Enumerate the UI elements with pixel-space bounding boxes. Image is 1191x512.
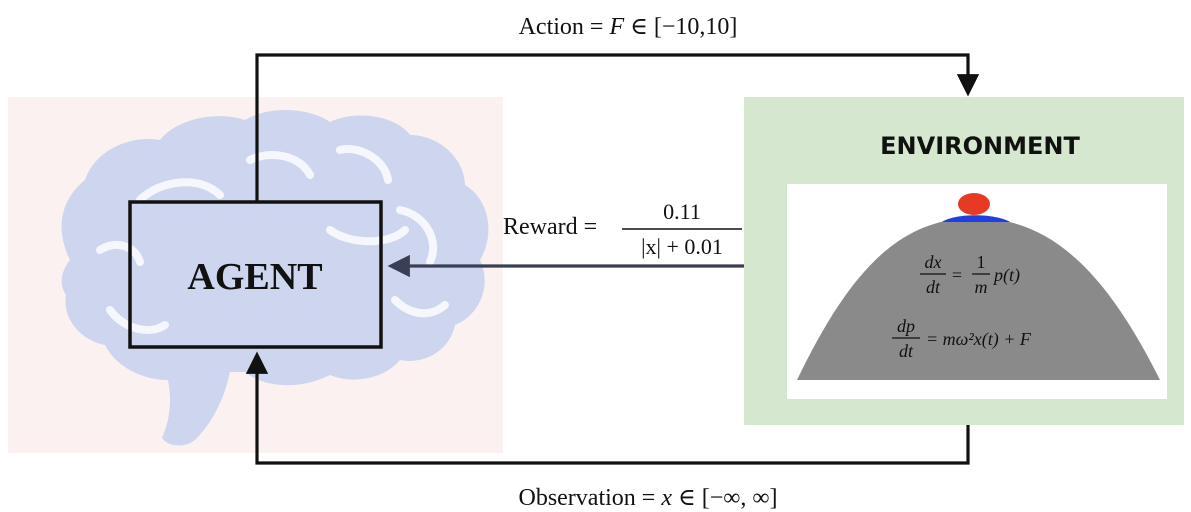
eq1-lhs-den: dt (926, 277, 941, 297)
ball-icon (958, 193, 990, 215)
brain-icon (61, 110, 489, 446)
equation-1: dx dt = 1 m p(t) (920, 252, 1020, 297)
eq1-rhs-num: 1 (977, 252, 986, 272)
eq2-rhs: = mω²x(t) + F (926, 329, 1032, 350)
reward-prefix: Reward = (503, 214, 597, 240)
action-arrow (255, 53, 980, 202)
action-label: Action = F ∈ [−10,10] (519, 14, 738, 40)
reward-denominator: |x| + 0.01 (641, 234, 723, 259)
eq1-rhs: p(t) (992, 265, 1020, 286)
equation-2: dp dt = mω²x(t) + F (892, 316, 1032, 361)
hill-cap (942, 215, 1010, 222)
eq1-rhs-den: m (975, 277, 988, 297)
observation-arrow (245, 351, 970, 465)
reward-numerator: 0.11 (663, 199, 701, 224)
eq2-lhs-num: dp (897, 316, 915, 336)
environment-title: ENVIRONMENT (880, 132, 1080, 160)
observation-label: Observation = x ∈ [−∞, ∞] (518, 485, 777, 511)
agent-label: AGENT (187, 256, 322, 298)
eq1-equals: = (952, 265, 962, 285)
eq2-lhs-den: dt (899, 341, 914, 361)
reward-label: Reward = 0.11 |x| + 0.01 (503, 199, 742, 259)
hill-shape (797, 218, 1160, 380)
eq1-lhs-num: dx (925, 252, 942, 272)
